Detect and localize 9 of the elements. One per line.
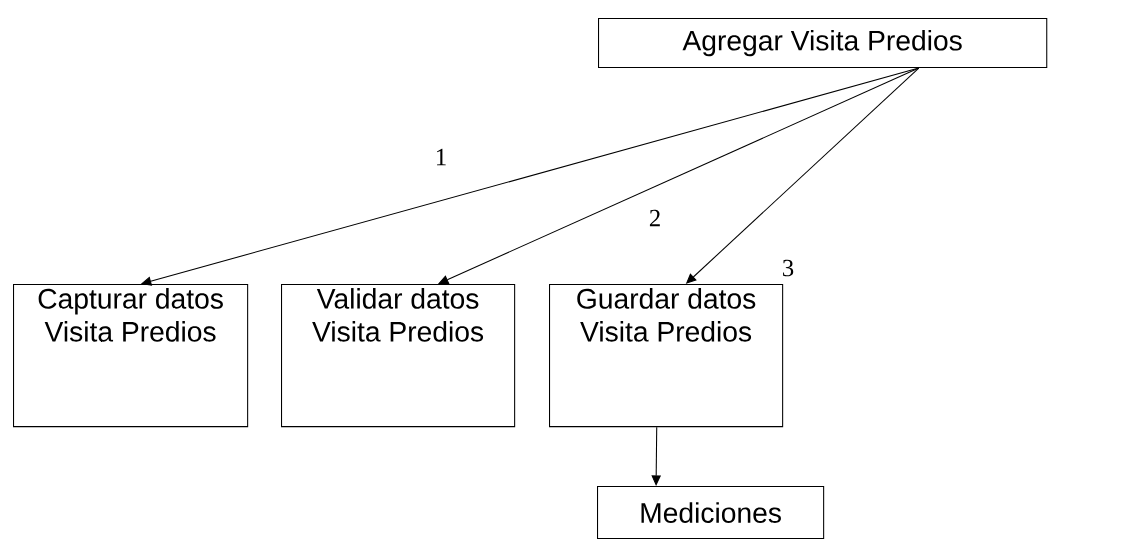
process-box: Mediciones [597, 486, 825, 540]
edge-label: 3 [783, 259, 794, 277]
edge-label: 1 [437, 148, 446, 166]
edge-label: 2 [649, 209, 660, 227]
process-box: Capturar datos Visita Predios [13, 284, 249, 428]
process-box: Guardar datos Visita Predios [549, 284, 784, 428]
process-box: Validar datos Visita Predios [281, 284, 516, 428]
arrow [651, 426, 662, 486]
process-box: Agregar Visita Predios [598, 18, 1048, 69]
